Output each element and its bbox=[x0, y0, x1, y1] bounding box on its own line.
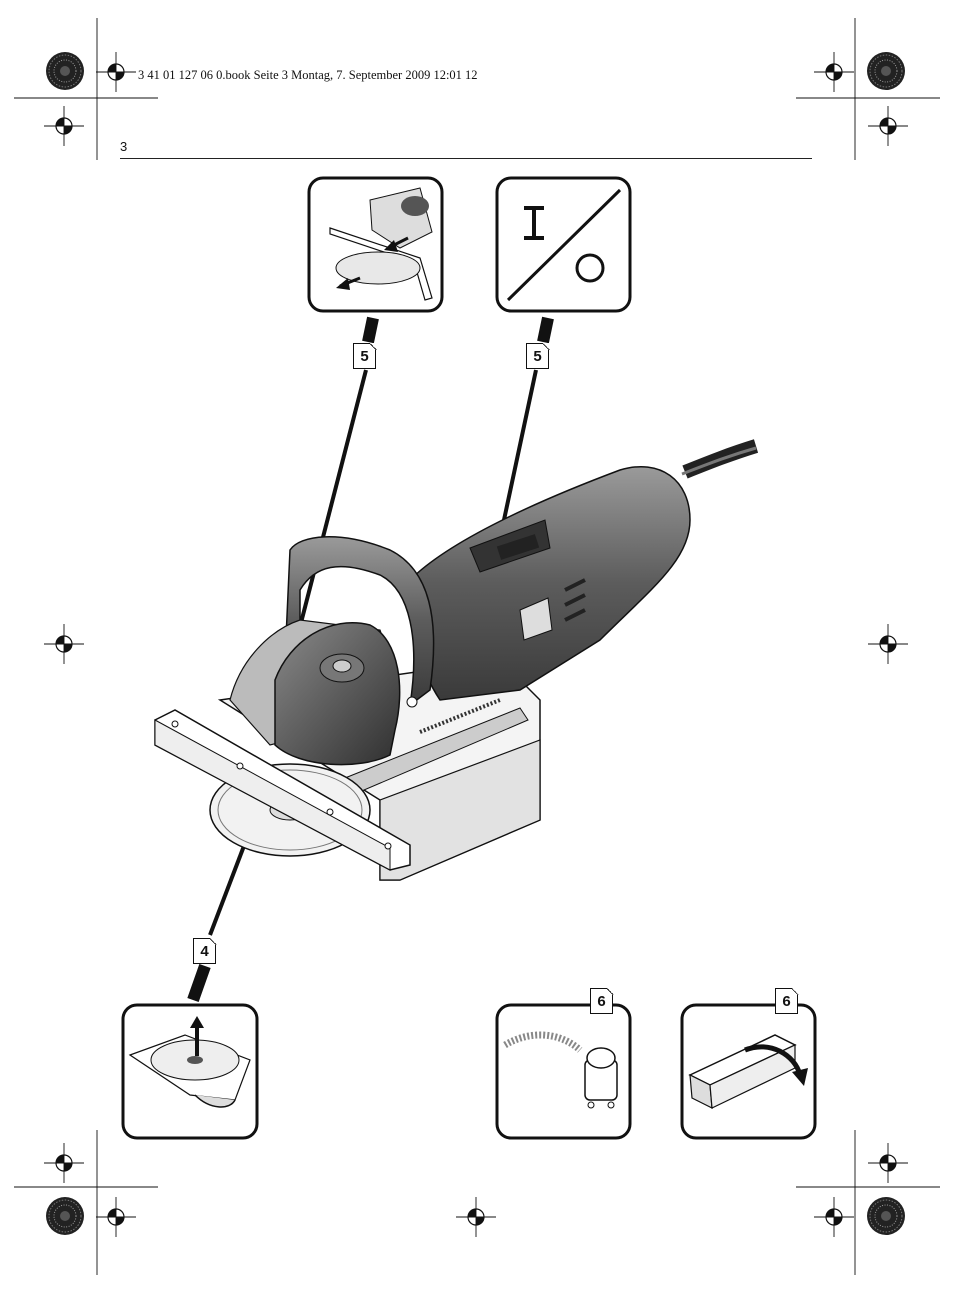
guide-frame bbox=[154, 709, 411, 871]
vacuum-cleaner-icon bbox=[495, 1003, 632, 1140]
motor-housing bbox=[408, 465, 691, 701]
switch-on-off-icon bbox=[495, 176, 632, 313]
guard-adjust-panel bbox=[307, 176, 444, 313]
d-handle bbox=[284, 536, 435, 708]
header-rule bbox=[120, 158, 812, 159]
ref-badge-disc: 4 bbox=[193, 937, 217, 964]
disc-change-panel bbox=[121, 1003, 259, 1140]
rotate-arrow-icon bbox=[680, 1003, 817, 1140]
print-info: 3 41 01 127 06 0.book Seite 3 Montag, 7.… bbox=[138, 68, 478, 82]
page-number: 3 bbox=[120, 139, 128, 154]
ref-badge-guard: 5 bbox=[353, 342, 377, 369]
gear-head bbox=[229, 619, 401, 766]
ref-badge-switch: 5 bbox=[526, 342, 550, 369]
ref-badge-workpiece: 6 bbox=[775, 987, 799, 1014]
trim-marks bbox=[14, 18, 940, 1275]
ref-badge-vacuum: 6 bbox=[590, 987, 614, 1014]
